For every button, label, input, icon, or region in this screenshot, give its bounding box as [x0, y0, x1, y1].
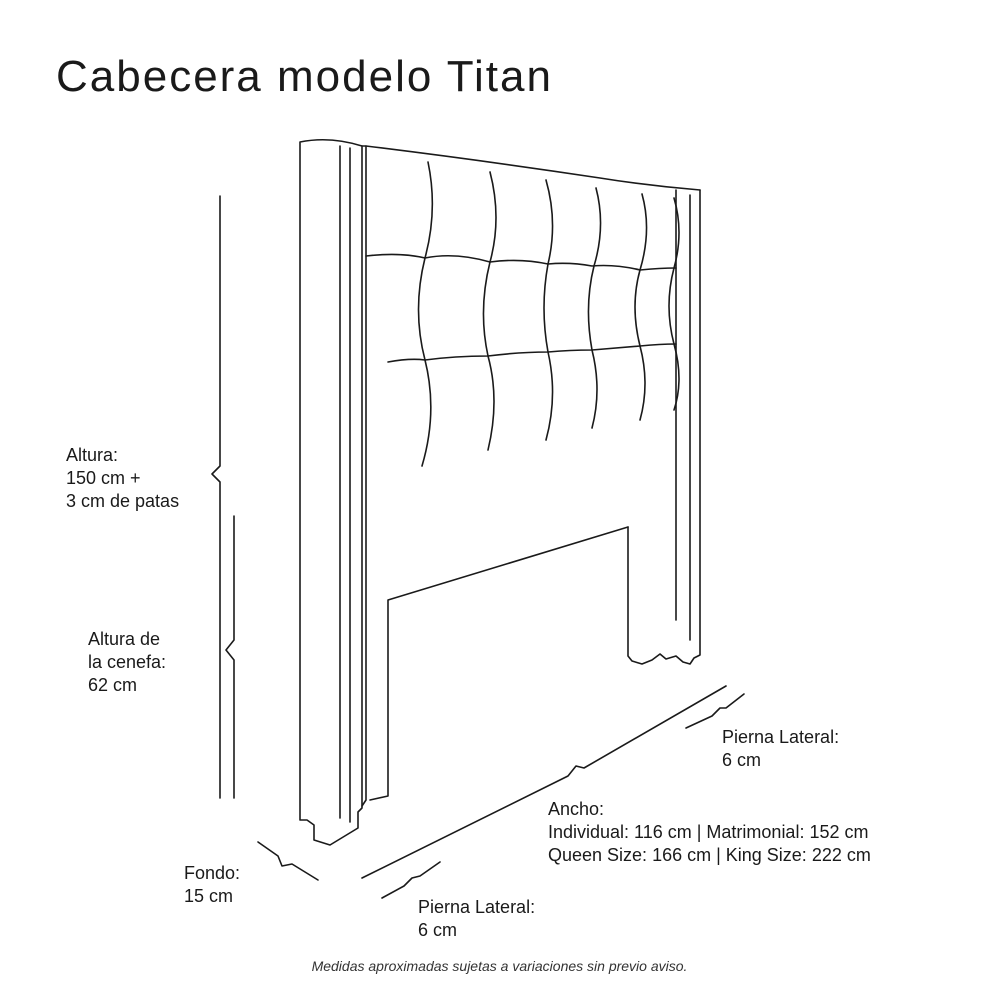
depth-label-value: 15 cm	[184, 886, 234, 906]
depth-dimension-line	[257, 841, 319, 881]
height-dimension-line	[211, 195, 235, 799]
left-post	[299, 138, 367, 846]
bottom-leg-dimension-line	[381, 861, 441, 899]
right-leg-label-value: 6 cm	[722, 750, 762, 770]
page-title: Cabecera modelo Titan	[56, 52, 553, 101]
bottom-leg-label-title: Pierna Lateral:	[418, 897, 536, 917]
height-label-title: Altura:	[66, 445, 119, 465]
disclaimer-footnote: Medidas aproximadas sujetas a variacione…	[311, 958, 688, 974]
height-label-legs: 3 cm de patas	[66, 491, 180, 511]
skirt-label-title: Altura de	[88, 629, 161, 649]
height-label-value: 150 cm +	[66, 468, 141, 488]
bottom-leg-label-value: 6 cm	[418, 920, 458, 940]
right-leg-label: Pierna Lateral: 6 cm	[722, 726, 839, 772]
bottom-leg-label: Pierna Lateral: 6 cm	[418, 896, 535, 942]
depth-label: Fondo: 15 cm	[184, 862, 240, 908]
skirt-height-label: Altura de la cenefa: 62 cm	[88, 628, 166, 697]
skirt-label-value: 62 cm	[88, 675, 138, 695]
width-label-sizes-2: Queen Size: 166 cm | King Size: 222 cm	[548, 845, 871, 865]
depth-label-title: Fondo:	[184, 863, 241, 883]
width-label-title: Ancho:	[548, 799, 605, 819]
height-label: Altura: 150 cm + 3 cm de patas	[66, 444, 179, 513]
right-leg-dimension-line	[685, 693, 745, 729]
headboard-panel	[365, 145, 701, 801]
width-label-sizes-1: Individual: 116 cm | Matrimonial: 152 cm	[548, 822, 869, 842]
right-leg-label-title: Pierna Lateral:	[722, 727, 840, 747]
skirt-label-line: la cenefa:	[88, 652, 167, 672]
width-label: Ancho: Individual: 116 cm | Matrimonial:…	[548, 798, 871, 867]
width-dimension-line	[361, 685, 727, 879]
